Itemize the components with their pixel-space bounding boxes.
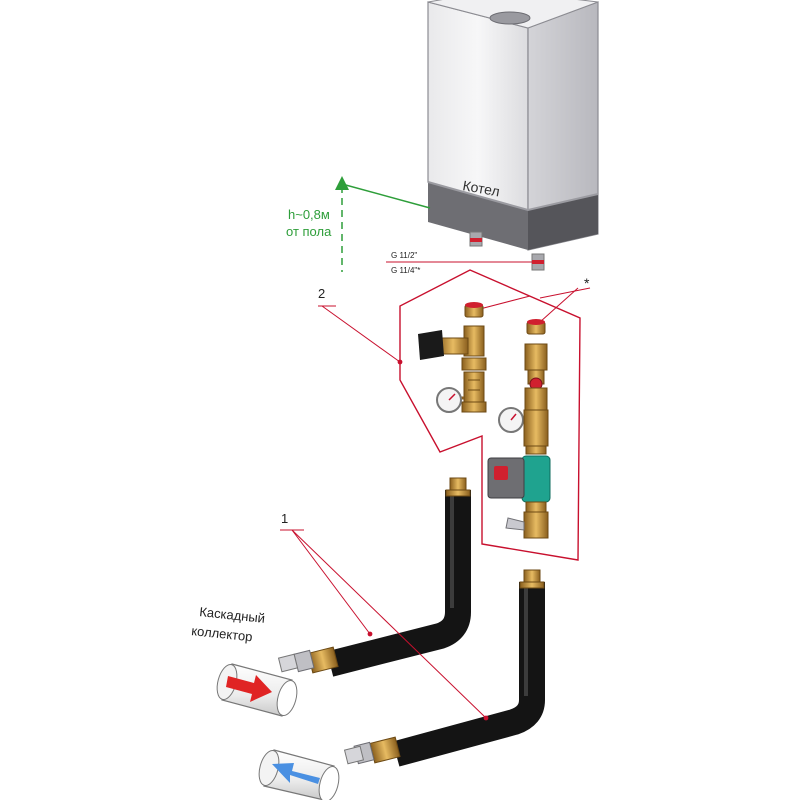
- safety-valve-assembly: [418, 302, 487, 413]
- circulation-pump-icon: [521, 455, 551, 503]
- asterisk-mark: *: [584, 275, 590, 291]
- ball-valve-lever-icon: [505, 517, 525, 531]
- pump-group-boundary: [399, 269, 581, 561]
- boiler-top-port: [489, 11, 531, 25]
- thread-return-label: G 11/4"*: [391, 266, 420, 275]
- height-value-label: h~0,8м: [288, 207, 330, 222]
- height-from-floor-label: от пола: [286, 224, 332, 239]
- collector-label: Каскадный коллектор: [191, 604, 266, 644]
- callout-2-number: 2: [318, 286, 325, 301]
- supply-flow-arrow-icon: [226, 675, 272, 702]
- collector-return-tube: [258, 745, 365, 800]
- pump-assembly: [487, 319, 551, 539]
- insulated-pipe-upper: [293, 477, 471, 677]
- callout-1-number: 1: [281, 511, 288, 526]
- callout-1: 1: [280, 511, 489, 721]
- callout-2: 2: [318, 286, 403, 365]
- boiler-fitting-right: [531, 253, 545, 271]
- boiler: Котел: [427, 0, 599, 251]
- boiler-fitting-left: [469, 231, 483, 247]
- height-arrowhead-icon: [335, 176, 349, 190]
- callout-asterisk: *: [475, 275, 591, 323]
- black-valve-cap-icon: [418, 330, 444, 360]
- collector-supply-tube: [216, 653, 299, 717]
- height-indicator: h~0,8м от пола: [286, 176, 431, 272]
- boiler-label: Котел: [461, 177, 501, 199]
- thread-labels: G 11/2" G 11/4"*: [386, 251, 532, 275]
- collector-label-line1: Каскадный: [199, 604, 266, 626]
- return-flow-arrow-icon: [272, 763, 320, 784]
- collector-label-line2: коллектор: [191, 623, 254, 644]
- thread-supply-label: G 11/2": [391, 251, 417, 260]
